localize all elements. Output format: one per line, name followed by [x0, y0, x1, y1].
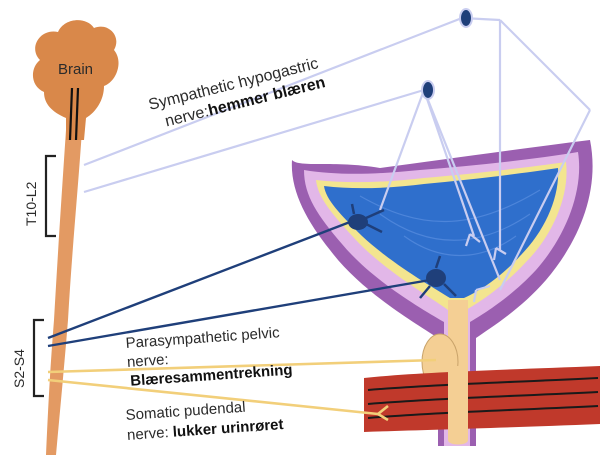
parasympathetic-label: Parasympathetic pelvic nerve: Blæresamme…: [125, 324, 293, 390]
external-sphincter-muscle: [364, 366, 600, 432]
sympathetic-ganglion-upper: [460, 9, 472, 27]
s2-s4-bracket: [34, 320, 44, 396]
sympathetic-ganglion-lower: [422, 81, 434, 99]
svg-text:nerve:: nerve:: [126, 351, 169, 371]
sympathetic-label: Sympathetic hypogastric nerve:hemmer blæ…: [147, 55, 327, 134]
t10-l2-label: T10-L2: [23, 181, 39, 226]
brain: [33, 20, 119, 140]
brain-label: Brain: [58, 61, 93, 78]
spinal-cord: [46, 130, 82, 455]
somatic-label: Somatic pudendal nerve: lukker urinrøret: [125, 396, 284, 444]
urethra-through-muscle: [448, 366, 468, 440]
t10-l2-bracket: [46, 156, 56, 236]
s2-s4-label: S2-S4: [11, 349, 27, 388]
